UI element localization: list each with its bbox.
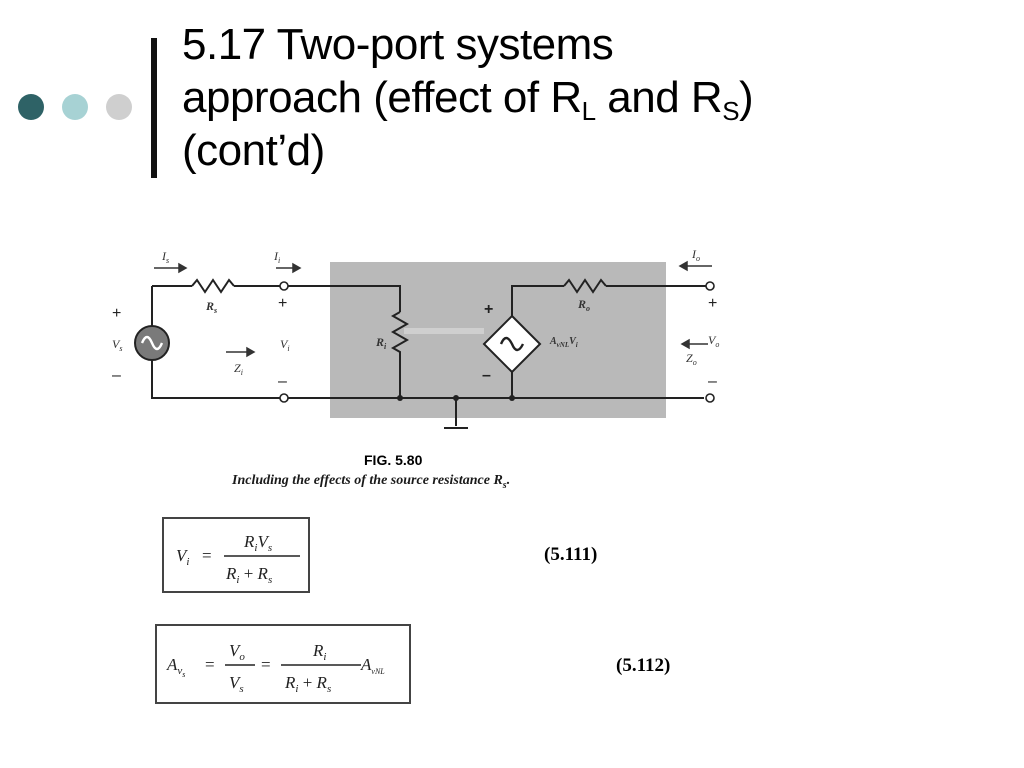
input-plus: +	[278, 295, 287, 312]
dot-grey	[106, 94, 132, 120]
dot-light-teal	[62, 94, 88, 120]
figure-number: FIG. 5.80	[364, 452, 423, 468]
label-Ro: Ro	[577, 297, 590, 313]
svg-text:Avs: Avs	[166, 655, 185, 679]
slide-bullet-dots	[18, 94, 138, 122]
dep-source-plus: +	[484, 301, 493, 318]
output-minus: –	[708, 373, 717, 390]
output-plus: +	[708, 295, 717, 312]
label-Is: Is	[161, 249, 169, 265]
svg-text:=: =	[205, 655, 215, 674]
title-line-2: approach (effect of RL and RS)	[182, 73, 754, 126]
title-divider-bar	[151, 38, 157, 178]
equation-box-5-111: Vi = RiVs Ri + Rs	[162, 517, 310, 593]
equation-number-5-111: (5.111)	[544, 544, 598, 565]
equation-number-5-112: (5.112)	[616, 655, 671, 676]
svg-text:Ri: Ri	[312, 641, 326, 663]
label-Vo: Vo	[708, 333, 719, 349]
two-port-circuit-diagram: Is Ii Io Rs Ri Ro Vs Vi Vo Zi Zo AvNLVi …	[112, 247, 719, 429]
svg-text:Ri + Rs: Ri + Rs	[225, 564, 272, 586]
input-minus: –	[278, 373, 287, 390]
svg-text:=: =	[202, 546, 212, 565]
dep-source-minus: –	[482, 367, 491, 384]
figure-caption: Including the effects of the source resi…	[232, 473, 511, 491]
equation-box-5-112: Avs = Vo Vs = Ri Ri + Rs AvNL	[155, 624, 411, 704]
label-gain: AvNLVi	[549, 336, 578, 349]
svg-text:RiVs: RiVs	[243, 532, 272, 554]
label-Ii: Ii	[273, 249, 280, 265]
svg-text:Ri + Rs: Ri + Rs	[284, 673, 331, 695]
label-Ri: Ri	[375, 335, 387, 351]
label-Zi: Zi	[234, 361, 243, 377]
svg-text:=: =	[261, 655, 271, 674]
svg-text:Vo: Vo	[229, 641, 245, 663]
source-plus: +	[112, 305, 121, 322]
title-line-3: (cont’d)	[182, 126, 325, 175]
dot-dark-teal	[18, 94, 44, 120]
label-Io: Io	[691, 247, 700, 263]
label-Rs: Rs	[205, 299, 217, 315]
label-Vs: Vs	[112, 337, 122, 353]
title-line-1: 5.17 Two-port systems	[182, 20, 614, 69]
svg-text:Vs: Vs	[229, 673, 244, 695]
label-Vi: Vi	[280, 337, 290, 353]
source-minus: –	[112, 367, 121, 384]
svg-text:AvNL: AvNL	[360, 655, 385, 676]
label-Zo: Zo	[686, 351, 697, 367]
svg-text:Vi: Vi	[176, 546, 189, 568]
slide-title: 5.17 Two-port systems approach (effect o…	[182, 18, 982, 177]
